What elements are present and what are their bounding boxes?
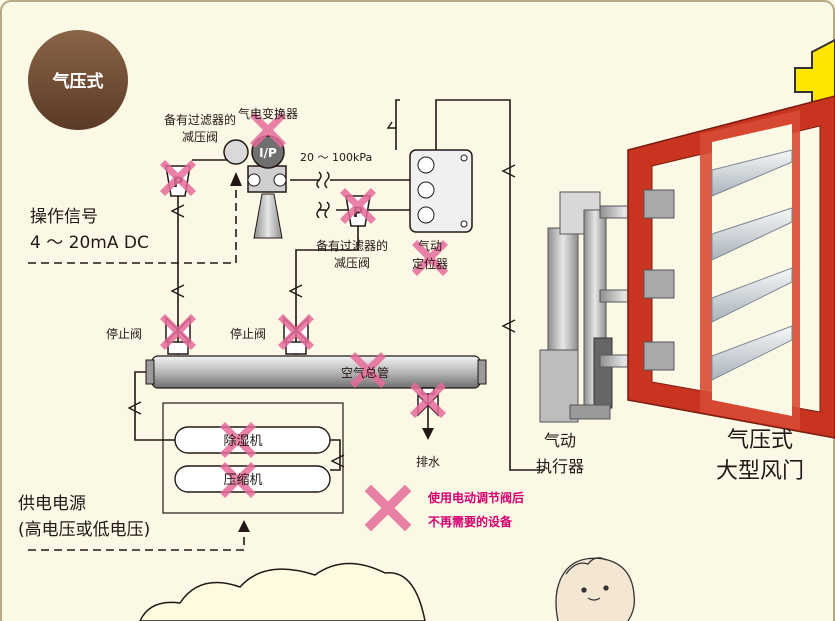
filter-valve-2-label-1: 备有过滤器的 — [316, 238, 388, 253]
signal-label-1: 操作信号 — [30, 207, 98, 227]
valve-symbol-2: P — [353, 205, 363, 221]
ip-converter: I/P — [247, 135, 287, 239]
power-arrowhead — [238, 520, 250, 532]
air-header-pipe — [145, 355, 487, 389]
pneumatic-positioner — [409, 149, 473, 233]
pneumatic-actuator — [539, 191, 649, 423]
damper-label-1: 气压式 — [727, 428, 793, 453]
stop-valve-2-label: 停止阀 — [230, 326, 266, 341]
filter-valve-1-label-2: 减压阀 — [182, 130, 218, 144]
ip-symbol: I/P — [259, 146, 277, 160]
person-illustration — [555, 557, 636, 621]
speech-cloud — [139, 562, 426, 621]
damper-label-2: 大型风门 — [716, 459, 804, 484]
pressure-range-label: 20 ～ 100kPa — [300, 151, 372, 164]
drain-label: 排水 — [416, 455, 440, 469]
ip-converter-label: 气电变换器 — [238, 106, 298, 121]
legend-label-2: 不再需要的设备 — [428, 514, 513, 529]
compressor-label: 压缩机 — [223, 472, 262, 488]
signal-label-2: 4 ～ 20mA DC — [30, 233, 149, 253]
dehumidifier-label: 除湿机 — [223, 434, 262, 449]
mode-badge — [28, 30, 128, 130]
filter-valve-2-label-2: 减压阀 — [334, 256, 370, 270]
mode-badge-label: 气压式 — [52, 71, 104, 92]
compressor-enclosure — [162, 402, 344, 514]
drain-arrowhead — [422, 428, 434, 440]
stop-valve-1-label: 停止阀 — [106, 326, 142, 341]
positioner-label-1: 气动 — [418, 238, 442, 253]
filter-valve-1-label-1: 备有过滤器的 — [164, 112, 236, 127]
power-label-1: 供电电源 — [18, 494, 86, 514]
actuator-label-1: 气动 — [544, 431, 576, 450]
power-label-2: (高电压或低电压) — [18, 520, 150, 540]
legend-label-1: 使用电动调节阀后 — [427, 490, 524, 505]
large-damper — [627, 95, 835, 439]
positioner-label-2: 定位器 — [412, 256, 448, 271]
signal-arrowhead — [230, 172, 242, 186]
flow-markers — [127, 121, 516, 468]
air-header-label: 空气总管 — [341, 365, 389, 380]
actuator-label-2: 执行器 — [536, 457, 584, 476]
